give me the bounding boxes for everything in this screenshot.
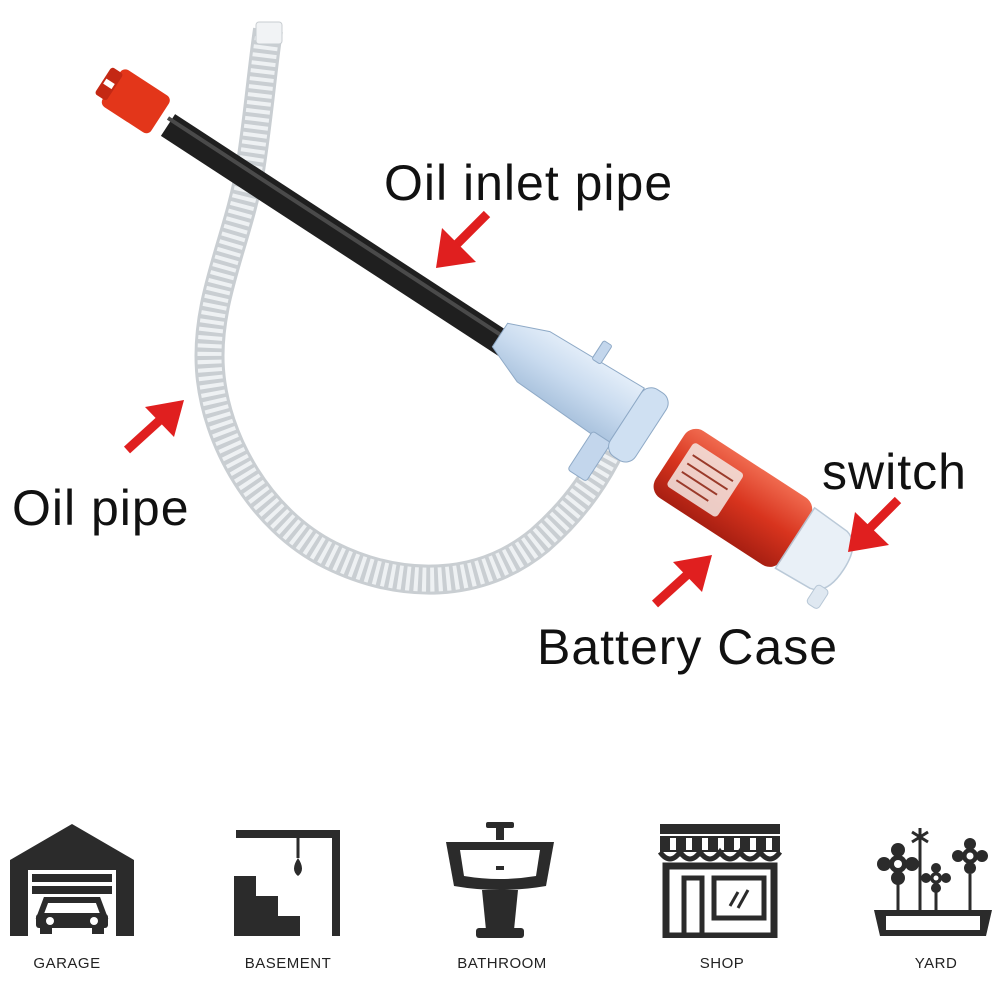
oil-pipe-label: Oil pipe — [12, 480, 190, 536]
use-label-bathroom: BATHROOM — [457, 955, 547, 972]
yard-flowers-icon — [874, 828, 992, 936]
bathroom-sink-icon — [446, 822, 554, 938]
inlet-nozzle — [95, 67, 170, 134]
arrow-switch — [848, 496, 902, 552]
arrow-oil-pipe — [123, 400, 184, 454]
switch-label: switch — [822, 444, 967, 500]
shop-storefront-icon — [657, 824, 783, 938]
use-label-yard: YARD — [914, 955, 958, 972]
battery-case-label: Battery Case — [537, 619, 839, 675]
pump-body — [491, 322, 669, 481]
arrow-oil-inlet — [436, 210, 491, 268]
use-label-shop: SHOP — [699, 955, 745, 972]
use-label-garage: GARAGE — [33, 955, 101, 972]
oil-inlet-pipe-label: Oil inlet pipe — [384, 155, 674, 211]
oil-pipe-hose — [194, 21, 626, 595]
arrow-battery-case — [651, 555, 712, 608]
use-label-basement: BASEMENT — [244, 955, 332, 972]
battery-case — [653, 428, 813, 567]
oil-inlet-pipe — [160, 114, 518, 359]
basement-icon — [234, 830, 340, 936]
garage-icon — [10, 824, 134, 936]
